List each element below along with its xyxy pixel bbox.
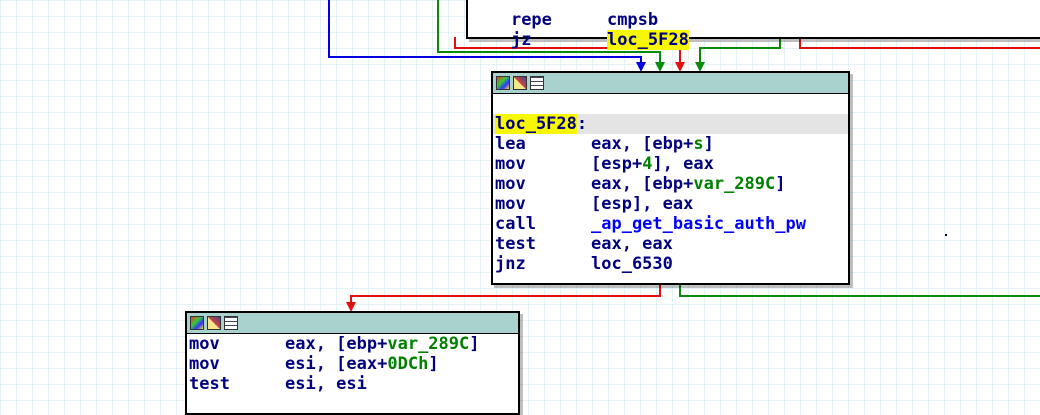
operand-text: eax, eax: [591, 234, 673, 254]
edit-node-icon[interactable]: [513, 76, 527, 90]
edge-red-false: [350, 283, 661, 309]
operand-number: 4: [642, 154, 653, 174]
instruction-row[interactable]: mov esi, [eax+0DCh]: [187, 354, 518, 374]
mnemonic: test: [189, 374, 230, 394]
mnemonic: lea: [495, 134, 526, 154]
edge-green-true: [679, 283, 1040, 297]
operand-text: ]: [428, 354, 439, 374]
operand-text: eax, [ebp+: [285, 334, 388, 354]
instruction-row[interactable]: mov eax, [ebp+var_289C]: [493, 174, 848, 194]
mnemonic: mov: [189, 354, 220, 374]
mnemonic: jnz: [495, 254, 526, 274]
jump-target-link[interactable]: loc_5F28: [606, 30, 689, 50]
top-code-block[interactable]: repe cmpsb jz loc_5F28: [466, 0, 1040, 50]
operand-symbol[interactable]: s: [693, 134, 704, 154]
operand-symbol[interactable]: var_289C: [387, 334, 470, 354]
operand-number: 0DCh: [387, 354, 429, 374]
edge-red-right: [799, 37, 1040, 49]
call-target-link[interactable]: _ap_get_basic_auth_pw: [591, 214, 806, 234]
mnemonic: repe: [510, 10, 552, 30]
mnemonic: mov: [495, 154, 526, 174]
edge-red-jz: [454, 37, 681, 70]
listing-icon[interactable]: [224, 316, 238, 330]
arrow-head-red-jz: [675, 62, 685, 72]
graph-color-icon[interactable]: [496, 76, 510, 90]
instruction-row[interactable]: jz loc_5F28: [468, 10, 1040, 50]
jump-target-link[interactable]: loc_6530: [591, 254, 673, 274]
operand-symbol[interactable]: var_289C: [693, 174, 776, 194]
instruction-row[interactable]: mov [esp], eax: [493, 194, 848, 214]
instruction-row[interactable]: mov eax, [ebp+var_289C]: [187, 334, 518, 354]
lower-code-block[interactable]: mov eax, [ebp+var_289C] mov esi, [eax+0DCh…: [185, 311, 520, 415]
block-label[interactable]: loc_5F28: [495, 114, 577, 134]
operand-text: eax, [ebp+: [591, 134, 694, 154]
mnemonic: test: [495, 234, 536, 254]
blank-line: [493, 94, 848, 114]
mnemonic: mov: [189, 334, 220, 354]
arrow-head-red-false: [346, 302, 356, 312]
operand-text: eax, [ebp+: [591, 174, 694, 194]
operands: cmpsb: [606, 10, 659, 30]
operand-text: ]: [775, 174, 786, 194]
label-colon: :: [576, 114, 588, 134]
edge-green-left: [437, 0, 661, 70]
arrow-head-blue: [636, 62, 646, 72]
operand-text: esi, [eax+: [285, 354, 388, 374]
instruction-row[interactable]: test esi, esi: [187, 374, 518, 394]
operand-text: [esp+: [591, 154, 643, 174]
operand-text: ]: [469, 334, 480, 354]
arrow-head-green-right: [695, 62, 705, 72]
edge-green-right: [699, 37, 781, 70]
label-row[interactable]: loc_5F28:: [493, 114, 848, 134]
graph-color-icon[interactable]: [190, 316, 204, 330]
block-titlebar: [493, 73, 848, 94]
instruction-row[interactable]: call _ap_get_basic_auth_pw: [493, 214, 848, 234]
arrow-head-green-left: [655, 62, 665, 72]
instruction-row[interactable]: lea eax, [ebp+s]: [493, 134, 848, 154]
mnemonic: mov: [495, 174, 526, 194]
instruction-row[interactable]: repe cmpsb: [468, 0, 1040, 30]
instruction-row[interactable]: test eax, eax: [493, 234, 848, 254]
mnemonic: jz: [510, 30, 532, 50]
mnemonic: call: [495, 214, 536, 234]
operand-text: esi, esi: [285, 374, 367, 394]
stray-dot: [945, 234, 947, 236]
cfg-edges: [328, 0, 1040, 312]
mnemonic: mov: [495, 194, 526, 214]
block-titlebar: [187, 313, 518, 334]
instruction-row[interactable]: mov [esp+4], eax: [493, 154, 848, 174]
edit-node-icon[interactable]: [207, 316, 221, 330]
operand-text: ], eax: [652, 154, 714, 174]
operand-text: [esp], eax: [591, 194, 694, 214]
operand-text: ]: [703, 134, 714, 154]
instruction-row[interactable]: jnz loc_6530: [493, 254, 848, 274]
listing-icon[interactable]: [530, 76, 544, 90]
